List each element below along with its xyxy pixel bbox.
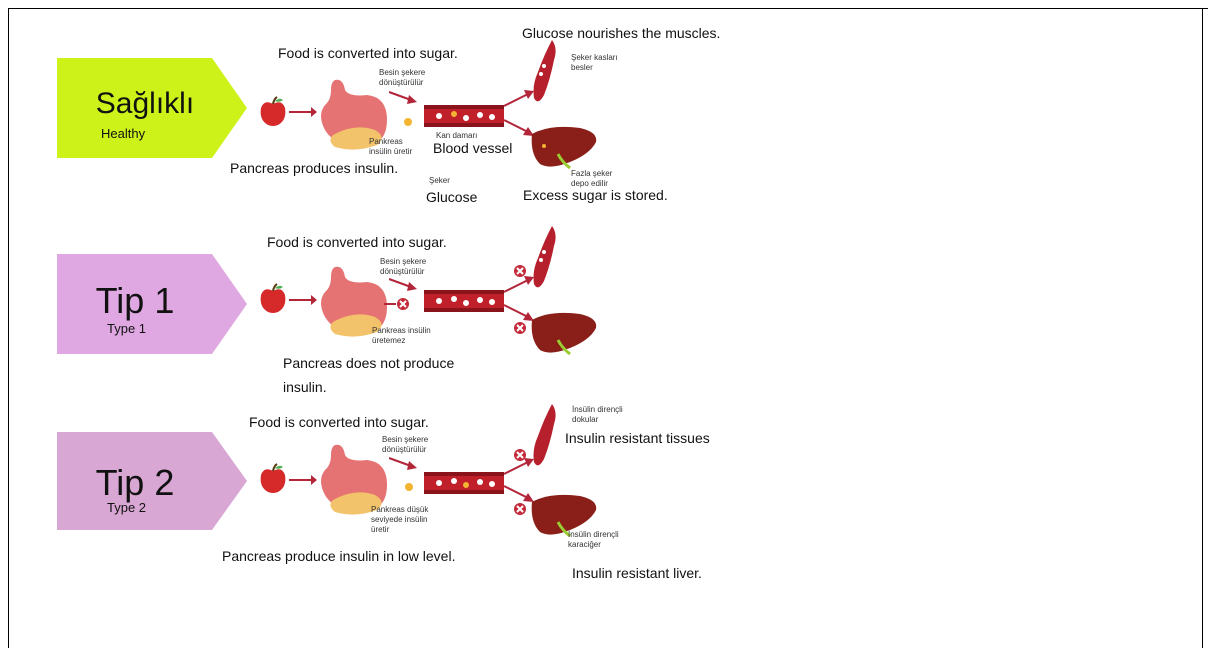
arrow-vessel-liver (504, 118, 534, 138)
healthy-tr-food: Besin şekere dönüştürülür (379, 68, 426, 87)
blocked-x-icon (513, 502, 527, 516)
arrow-stomach-vessel (389, 277, 417, 293)
arrow-apple-stomach (289, 294, 317, 306)
arrow-vessel-liver (504, 484, 534, 504)
blood-vessel-icon (424, 288, 504, 314)
type2-en-liver: Insulin resistant liver. (572, 565, 702, 581)
frame-top-border (8, 8, 1208, 9)
healthy-label-arrow (57, 58, 247, 158)
muscle-icon (530, 226, 560, 291)
type1-tr-pancreas: Pankreas insülin üretemez (372, 326, 431, 345)
type2-tr-food: Besin şekere dönüştürülür (382, 435, 429, 454)
type2-label: Tip 2 (95, 462, 175, 503)
type1-sublabel: Type 1 (107, 321, 147, 336)
blood-vessel-icon (424, 470, 504, 496)
frame-left-border (8, 8, 9, 648)
type1-en-food: Food is converted into sugar. (267, 234, 447, 250)
type2-en-muscle: Insulin resistant tissues (565, 430, 710, 446)
healthy-en-food: Food is converted into sugar. (278, 45, 458, 61)
healthy-tr-muscle: Şeker kasları besler (571, 53, 618, 72)
type1-tr-food: Besin şekere dönüştürülür (380, 257, 427, 276)
stomach-pancreas-icon (315, 440, 405, 530)
type2-tr-liver: İnsülin dirençli karaciğer (568, 530, 619, 549)
type2-label-arrow (57, 432, 247, 530)
blocked-x-icon (513, 264, 527, 278)
type2-en-pancreas: Pancreas produce insulin in low level. (222, 548, 456, 564)
blocked-x-icon (513, 448, 527, 462)
healthy-tr-vessel: Kan damarı (436, 131, 478, 140)
apple-icon (258, 463, 288, 495)
liver-icon (530, 310, 600, 358)
healthy-tr-pancreas: Pankreas insülin üretir (369, 137, 413, 156)
frame-right-border (1202, 8, 1203, 648)
stomach-pancreas-icon (315, 262, 405, 352)
type1-en-pancreas: Pancreas does not produce insulin. (283, 355, 455, 395)
blocked-x-icon (513, 321, 527, 335)
healthy-en-pancreas: Pancreas produces insulin. (230, 160, 399, 176)
healthy-tr-glucose: Şeker (429, 176, 450, 185)
arrow-vessel-muscle (504, 456, 534, 476)
arrow-vessel-liver (504, 303, 534, 323)
muscle-icon (530, 40, 560, 105)
apple-icon (258, 283, 288, 315)
arrow-stomach-vessel (389, 90, 417, 106)
liver-icon (530, 492, 600, 540)
healthy-en-muscle: Glucose nourishes the muscles. (522, 25, 721, 41)
type2-tr-pancreas: Pankreas düşük seviyede insülin üretir (371, 505, 429, 534)
healthy-en-liver: Excess sugar is stored. (523, 187, 668, 203)
type2-sublabel: Type 2 (107, 500, 147, 515)
apple-icon (258, 96, 288, 128)
healthy-en-glucose: Glucose (426, 189, 478, 205)
blocked-x-icon (384, 296, 410, 312)
healthy-tr-liver: Fazla şeker depo edilir (571, 169, 613, 188)
glucose-dot-icon (403, 117, 413, 127)
glucose-dot-icon (404, 482, 414, 492)
type1-label: Tip 1 (95, 280, 175, 321)
arrow-apple-stomach (289, 474, 317, 486)
liver-icon (530, 124, 600, 172)
healthy-en-vessel: Blood vessel (433, 140, 513, 156)
healthy-sublabel: Healthy (101, 126, 146, 141)
type2-tr-muscle: İnsülin dirençli dokular (572, 405, 623, 424)
arrow-vessel-muscle (504, 88, 534, 108)
blood-vessel-icon (424, 103, 504, 129)
arrow-apple-stomach (289, 106, 317, 118)
type2-en-food: Food is converted into sugar. (249, 414, 429, 430)
healthy-label: Sağlıklı (95, 87, 195, 120)
stomach-pancreas-icon (315, 75, 405, 165)
muscle-icon (530, 404, 560, 469)
arrow-vessel-muscle (504, 274, 534, 294)
type1-label-arrow (57, 254, 247, 354)
arrow-stomach-vessel (389, 456, 417, 472)
